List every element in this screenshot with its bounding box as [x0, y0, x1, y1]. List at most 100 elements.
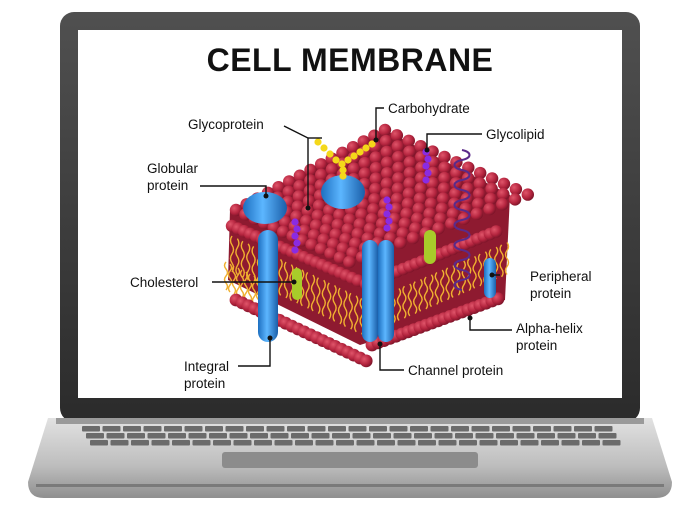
keyboard-key	[315, 440, 334, 446]
phospholipid-head	[390, 129, 404, 142]
keyboard-key	[266, 426, 285, 432]
phospholipid-head	[403, 166, 417, 180]
phospholipid-head	[358, 167, 372, 180]
keyboard-key	[336, 440, 354, 446]
keyboard-key	[533, 426, 551, 432]
phospholipid-head	[438, 171, 451, 185]
phospholipid-head	[412, 202, 425, 215]
keyboard-key	[184, 426, 203, 432]
label-peripheral-line1: Peripheral	[530, 269, 592, 284]
phospholipid-head	[314, 242, 328, 256]
keyboard-key	[397, 440, 416, 446]
keyboard-key	[471, 426, 490, 432]
glycolipid-unit	[422, 162, 430, 170]
phospholipid-head	[380, 145, 394, 159]
lipid-tail	[461, 260, 466, 294]
phospholipid-head	[302, 194, 316, 208]
membrane-diagram	[223, 123, 534, 368]
lipid-tail	[472, 255, 477, 289]
phospholipid-head	[403, 177, 416, 190]
keyboard-key	[479, 440, 498, 446]
glycolipid-unit	[385, 217, 393, 225]
phospholipid-head	[392, 150, 405, 164]
phospholipid-head	[438, 150, 451, 164]
keyboard-key	[430, 426, 449, 432]
keyboard-key	[151, 440, 170, 446]
keyboard-key	[164, 426, 182, 432]
phospholipid-head	[346, 140, 360, 154]
keyboard-key	[172, 440, 190, 446]
keyboard-key	[287, 426, 305, 432]
phospholipid-head	[473, 187, 486, 200]
keyboard-key	[348, 426, 367, 432]
label-alpha-helix-line1: Alpha-helix	[516, 321, 583, 336]
lipid-tail	[477, 253, 483, 287]
phospholipid-head	[327, 237, 340, 251]
label-channel-protein: Channel protein	[408, 363, 504, 378]
keyboard-key	[561, 440, 580, 446]
phospholipid-head	[312, 199, 326, 212]
label-globular-line1: Globular	[147, 161, 199, 176]
carbohydrate-unit	[344, 156, 352, 164]
keyboard-key	[410, 426, 428, 432]
diagram-title: CELL MEMBRANE	[206, 42, 494, 78]
phospholipid-head	[411, 212, 424, 225]
keyboard-key	[574, 426, 592, 432]
label-globular-line2: protein	[147, 178, 189, 193]
phospholipid-head	[369, 172, 383, 185]
phospholipid-head	[349, 237, 362, 250]
glycolipid-unit	[293, 225, 301, 233]
lipid-tail	[327, 282, 332, 320]
phospholipid-head	[317, 233, 330, 246]
label-cholesterol: Cholesterol	[130, 275, 199, 290]
keyboard-key	[578, 433, 596, 439]
lipid-tail	[283, 261, 289, 299]
label-alpha-helix-protein: Alpha-helix protein	[516, 320, 583, 354]
phospholipid-head	[363, 222, 377, 236]
lipid-tail	[239, 269, 245, 299]
phospholipid-head	[497, 177, 511, 191]
keyboard-key	[311, 433, 330, 439]
glycolipid-unit	[291, 218, 299, 226]
leader-dots	[263, 137, 495, 347]
keyboard-key	[254, 440, 272, 446]
keyboard-key	[246, 426, 264, 432]
phospholipid-head	[409, 222, 422, 235]
keyboard-key	[537, 433, 555, 439]
phospholipid-head	[509, 183, 523, 196]
phospholipid-head	[497, 187, 510, 201]
keyboard-key	[557, 433, 576, 439]
keyboard-key	[131, 440, 149, 446]
glycolipid-unit	[383, 224, 391, 232]
phospholipid-head	[319, 223, 333, 237]
keyboard-key	[373, 433, 391, 439]
phospholipid-head	[483, 202, 496, 216]
carbohydrate-unit	[350, 152, 358, 160]
phospholipid-head	[314, 158, 328, 171]
phospholipid-head	[229, 203, 243, 217]
phospholipid-head	[301, 204, 315, 218]
globular-protein	[243, 192, 287, 224]
keyboard-key	[110, 440, 129, 446]
phospholipid-head	[403, 156, 417, 169]
phospholipid-head	[333, 251, 347, 264]
phospholipid-head	[298, 224, 311, 237]
cholesterol-molecule	[292, 268, 302, 300]
phospholipid-head	[324, 247, 337, 260]
keyboard-key	[307, 426, 326, 432]
lipid-tail	[223, 261, 229, 291]
keyboard-key	[328, 426, 346, 432]
lipid-tail	[434, 271, 439, 305]
carbohydrate-unit	[356, 148, 364, 156]
peripheral-protein	[484, 258, 496, 298]
carbohydrate-unit	[362, 144, 370, 152]
channel-protein-left	[362, 240, 378, 342]
label-carbohydrate: Carbohydrate	[388, 101, 470, 116]
keyboard-key	[229, 433, 248, 439]
carbohydrate-unit	[338, 160, 346, 168]
label-globular-protein: Globular protein	[147, 160, 198, 194]
keyboard-key	[106, 433, 125, 439]
phospholipid-head	[293, 169, 307, 182]
phospholipid-head	[400, 207, 413, 220]
label-integral-line1: Integral	[184, 359, 230, 374]
